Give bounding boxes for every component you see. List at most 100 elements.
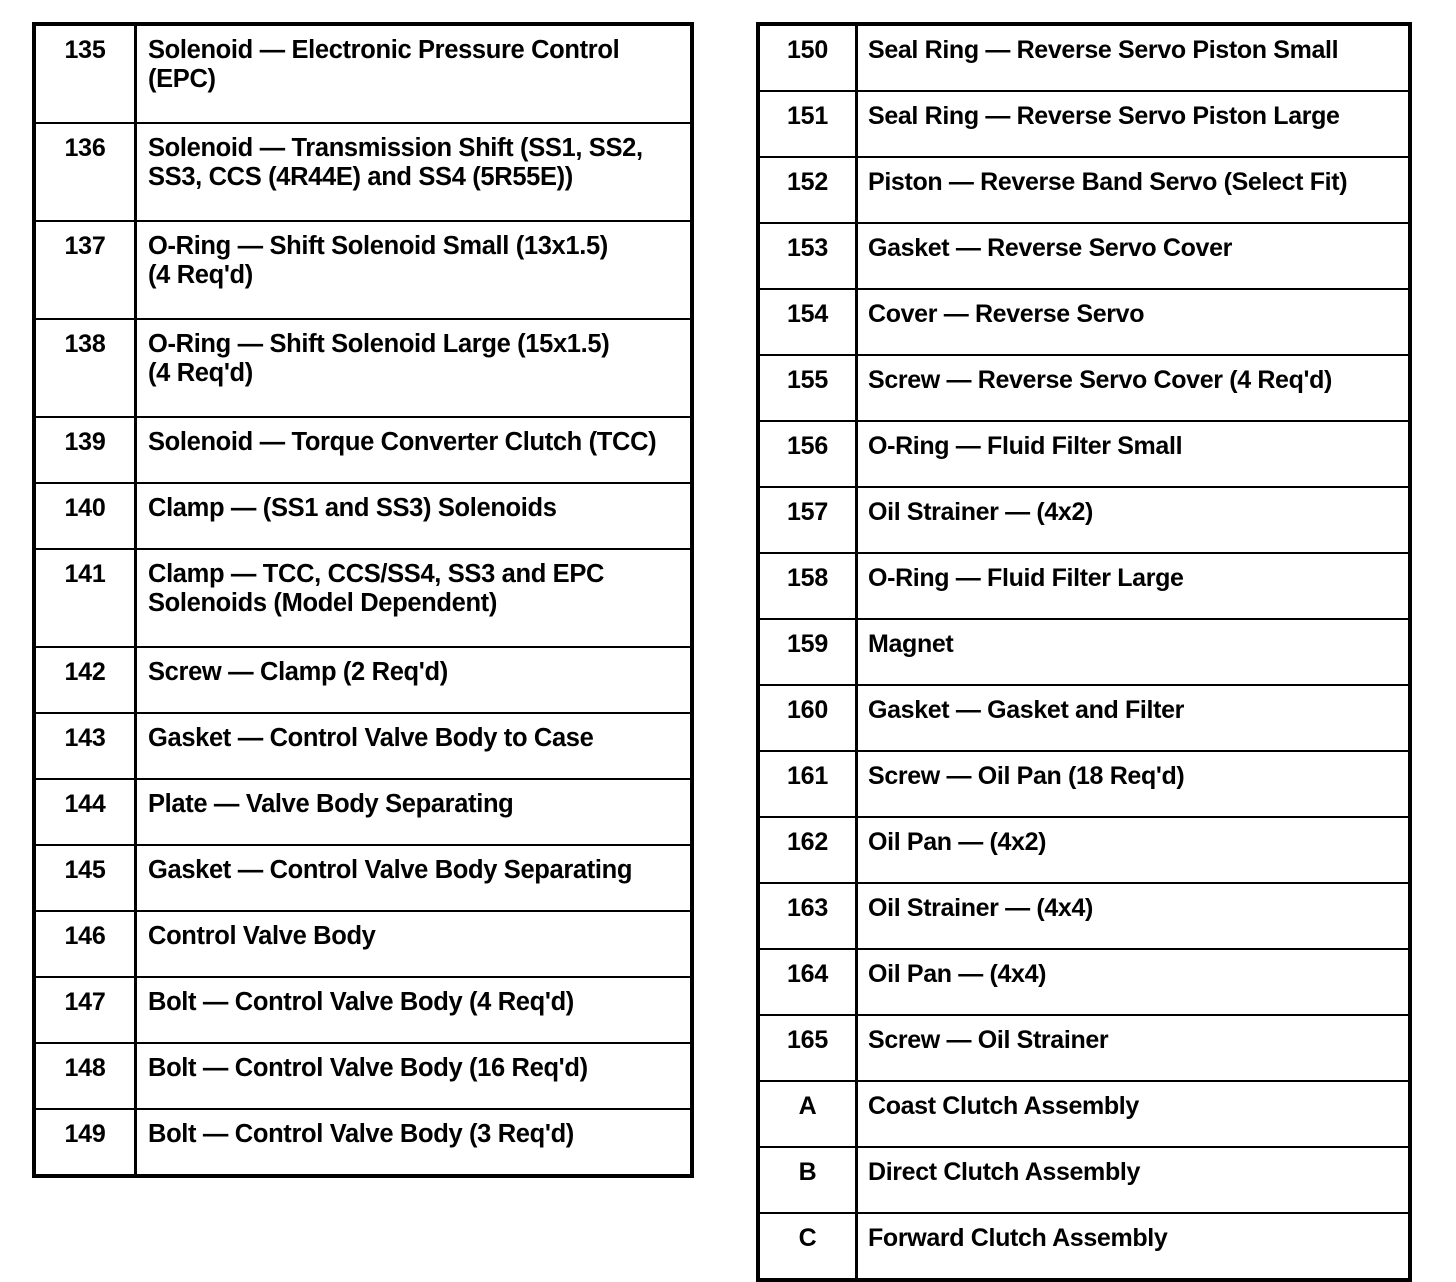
- table-row: 137 O-Ring — Shift Solenoid Small (13x1.5…: [36, 221, 690, 320]
- part-description-line: Cover — Reverse Servo: [868, 300, 1145, 328]
- part-description-line: Gasket — Reverse Servo Cover: [868, 234, 1233, 262]
- part-description: Gasket — Gasket and Filter: [856, 685, 1408, 752]
- part-description-line: Solenoid — Electronic Pressure Control: [148, 36, 620, 64]
- table-row: 151 Seal Ring — Reverse Servo Piston Larg…: [760, 91, 1408, 158]
- part-description-line: O-Ring — Shift Solenoid Small (13x1.5): [148, 232, 608, 260]
- part-ref-number: 164: [760, 949, 858, 1016]
- part-description-line: (4 Req'd): [148, 358, 253, 387]
- part-description-line: (EPC): [148, 64, 216, 93]
- part-ref-number: 144: [36, 779, 137, 846]
- part-description: Gasket — Control Valve Body Separating: [135, 845, 690, 912]
- part-description-line: Clamp — (SS1 and SS3) Solenoids: [148, 494, 557, 522]
- part-ref-number: 153: [760, 223, 858, 290]
- part-description: Cover — Reverse Servo: [856, 289, 1408, 356]
- part-ref-number: C: [760, 1213, 858, 1278]
- part-ref-number: 135: [36, 26, 137, 124]
- part-description: Solenoid — Electronic Pressure Control(E…: [135, 26, 690, 124]
- table-row: C Forward Clutch Assembly: [760, 1213, 1408, 1278]
- part-description: Oil Pan — (4x4): [856, 949, 1408, 1016]
- part-description: O-Ring — Fluid Filter Small: [856, 421, 1408, 488]
- part-ref-number: 147: [36, 977, 137, 1044]
- part-description: Oil Strainer — (4x2): [856, 487, 1408, 554]
- part-description-line: Coast Clutch Assembly: [868, 1092, 1139, 1120]
- part-ref-number: 140: [36, 483, 137, 550]
- part-ref-number: 136: [36, 123, 137, 222]
- part-ref-number: 165: [760, 1015, 858, 1082]
- part-description-line: Gasket — Control Valve Body Separating: [148, 856, 633, 884]
- table-row: 164 Oil Pan — (4x4): [760, 949, 1408, 1016]
- part-description: Oil Strainer — (4x4): [856, 883, 1408, 950]
- part-description-line: O-Ring — Shift Solenoid Large (15x1.5): [148, 330, 610, 358]
- part-ref-number: A: [760, 1081, 858, 1148]
- part-description: Bolt — Control Valve Body (16 Req'd): [135, 1043, 690, 1110]
- part-description: O-Ring — Shift Solenoid Large (15x1.5)(4…: [135, 319, 690, 418]
- part-description: Clamp — (SS1 and SS3) Solenoids: [135, 483, 690, 550]
- part-ref-number: 157: [760, 487, 858, 554]
- table-row: 149 Bolt — Control Valve Body (3 Req'd): [36, 1109, 690, 1174]
- part-ref-number: 154: [760, 289, 858, 356]
- part-ref-number: 138: [36, 319, 137, 418]
- part-description-line: Seal Ring — Reverse Servo Piston Large: [868, 102, 1340, 130]
- part-description-line: Bolt — Control Valve Body (3 Req'd): [148, 1120, 574, 1148]
- table-row: 155 Screw — Reverse Servo Cover (4 Req'd): [760, 355, 1408, 422]
- part-ref-number: 142: [36, 647, 137, 714]
- part-description: Gasket — Control Valve Body to Case: [135, 713, 690, 780]
- part-ref-number: 158: [760, 553, 858, 620]
- part-description: Seal Ring — Reverse Servo Piston Large: [856, 91, 1408, 158]
- part-description-line: Solenoids (Model Dependent): [148, 588, 497, 617]
- part-description-line: Magnet: [868, 630, 954, 658]
- part-description: Piston — Reverse Band Servo (Select Fit): [856, 157, 1408, 224]
- table-row: A Coast Clutch Assembly: [760, 1081, 1408, 1148]
- part-description-line: Clamp — TCC, CCS/SS4, SS3 and EPC: [148, 560, 605, 588]
- part-ref-number: B: [760, 1147, 858, 1214]
- part-description: Control Valve Body: [135, 911, 690, 978]
- part-description: Gasket — Reverse Servo Cover: [856, 223, 1408, 290]
- table-row: 140 Clamp — (SS1 and SS3) Solenoids: [36, 483, 690, 550]
- part-description-line: Screw — Clamp (2 Req'd): [148, 658, 448, 686]
- part-description-line: Screw — Reverse Servo Cover (4 Req'd): [868, 366, 1333, 394]
- part-description-line: Screw — Oil Pan (18 Req'd): [868, 762, 1185, 790]
- part-description: Coast Clutch Assembly: [856, 1081, 1408, 1148]
- part-ref-number: 149: [36, 1109, 137, 1174]
- part-ref-number: 152: [760, 157, 858, 224]
- part-ref-number: 141: [36, 549, 137, 648]
- table-row: 165 Screw — Oil Strainer: [760, 1015, 1408, 1082]
- part-description-line: Gasket — Control Valve Body to Case: [148, 724, 594, 752]
- part-ref-number: 146: [36, 911, 137, 978]
- part-description-line: Oil Pan — (4x2): [868, 828, 1047, 856]
- part-ref-number: 137: [36, 221, 137, 320]
- part-ref-number: 139: [36, 417, 137, 484]
- part-ref-number: 155: [760, 355, 858, 422]
- part-description-line: Screw — Oil Strainer: [868, 1026, 1109, 1054]
- part-ref-number: 151: [760, 91, 858, 158]
- part-description-line: Solenoid — Torque Converter Clutch (TCC): [148, 428, 657, 456]
- part-ref-number: 143: [36, 713, 137, 780]
- part-description-line: Forward Clutch Assembly: [868, 1224, 1168, 1252]
- part-description: Oil Pan — (4x2): [856, 817, 1408, 884]
- part-description: Screw — Clamp (2 Req'd): [135, 647, 690, 714]
- part-description-line: O-Ring — Fluid Filter Small: [868, 432, 1183, 460]
- part-description: Direct Clutch Assembly: [856, 1147, 1408, 1214]
- part-description-line: Oil Pan — (4x4): [868, 960, 1047, 988]
